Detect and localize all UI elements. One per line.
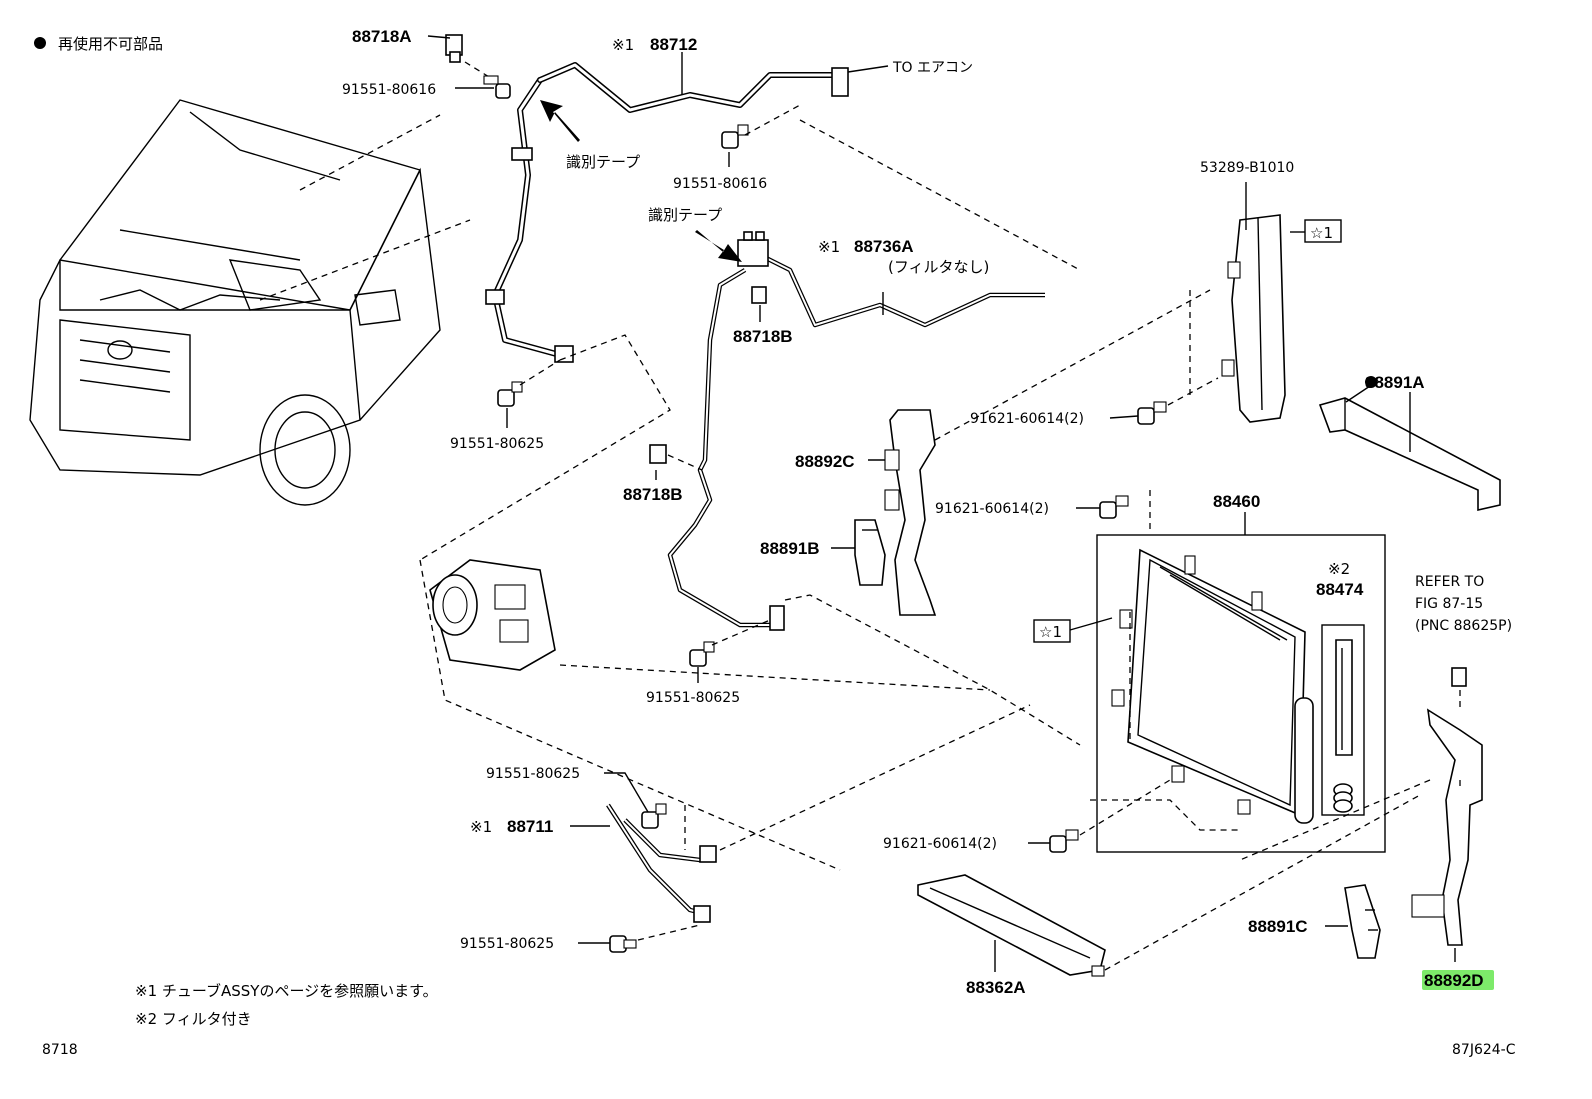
label-91551-80616-a: 91551-80616 — [342, 82, 436, 98]
label-53289-b1010: 53289-B1010 — [1200, 160, 1294, 176]
panel-88362a — [917, 874, 1106, 977]
duct-53289-b1010 — [1221, 214, 1286, 423]
label-star1-a: ☆1 — [1310, 224, 1333, 242]
bracket-88892c — [884, 409, 937, 616]
label-mark2: ※2 — [1328, 560, 1350, 578]
label-refer3: (PNC 88625P) — [1415, 618, 1512, 634]
bolt-91551-80616-a — [483, 75, 511, 99]
bolt-91621-c — [1049, 829, 1079, 853]
label-88736a: 88736A — [854, 237, 914, 256]
label-88891b: 88891B — [760, 539, 820, 558]
label-88718a: 88718A — [352, 27, 412, 46]
label-to-aircon: TO エアコン — [892, 60, 973, 76]
label-91551-80625-c: 91551-80625 — [486, 766, 580, 782]
label-91551-80625-a: 91551-80625 — [450, 436, 544, 452]
seal-88891a — [1318, 397, 1501, 512]
vehicle-illustration — [29, 99, 441, 506]
star1-box-a — [1304, 219, 1342, 243]
clamp-88718a — [445, 34, 463, 63]
bolt-91621-b — [1099, 495, 1129, 519]
note-1: ※1 チューブASSYのページを参照願います。 — [135, 982, 438, 1000]
label-91621-a: 91621-60614(2) — [970, 411, 1084, 427]
label-91621-b: 91621-60614(2) — [935, 501, 1049, 517]
filter-88474 — [1333, 639, 1353, 813]
label-91551-80625-d: 91551-80625 — [460, 936, 554, 952]
tape-arrow-b-icon — [695, 230, 742, 262]
label-88474: 88474 — [1316, 580, 1364, 599]
non-reusable-dot-icon — [34, 37, 46, 49]
label-mark1-a: ※1 — [612, 36, 634, 54]
label-88718b-a: 88718B — [733, 327, 793, 346]
label-88711: 88711 — [507, 817, 553, 836]
condenser-88460 — [1111, 548, 1314, 824]
tube-88712-end-fitting — [831, 67, 849, 97]
label-88892d[interactable]: 88892D — [1424, 971, 1484, 990]
bolt-91551-80625-a — [497, 381, 523, 407]
bolt-91551-80625-c — [641, 803, 667, 829]
label-91621-c: 91621-60614(2) — [883, 836, 997, 852]
footer-right: 87J624-C — [1452, 1042, 1516, 1058]
block-fitting — [737, 231, 769, 267]
label-88892c: 88892C — [795, 452, 855, 471]
highlight-88892d — [1422, 970, 1494, 990]
label-refer2: FIG 87-15 — [1415, 596, 1483, 612]
label-88362a: 88362A — [966, 978, 1026, 997]
tape-arrow-a-icon — [540, 100, 580, 142]
cushion-88891c — [1344, 884, 1381, 959]
label-91551-80616-b: 91551-80616 — [673, 176, 767, 192]
compressor — [429, 559, 556, 671]
label-88891a: 88891A — [1365, 373, 1425, 392]
legend-non-reusable: 再使用不可部品 — [58, 35, 163, 53]
clamp-88718b-b — [649, 444, 667, 464]
clamp-88718b-a — [751, 286, 767, 304]
bolt-91551-80625-b — [689, 641, 715, 667]
condenser-group-box — [1096, 534, 1386, 853]
label-88460: 88460 — [1213, 492, 1260, 511]
label-star1-b: ☆1 — [1039, 623, 1062, 641]
bolt-91621-a — [1137, 401, 1167, 425]
bolt-91551-80616-b — [721, 124, 749, 149]
bolt-91551-80625-d — [609, 935, 637, 953]
label-91551-80625-b: 91551-80625 — [646, 690, 740, 706]
label-tape-a: 識別テープ — [566, 153, 640, 171]
note-2: ※2 フィルタ付き — [135, 1010, 252, 1028]
label-mark1-c: ※1 — [470, 818, 492, 836]
label-mark1-b: ※1 — [818, 238, 840, 256]
cushion-88891b — [854, 519, 886, 586]
bracket-88892d — [1411, 667, 1483, 946]
label-refer1: REFER TO — [1415, 574, 1484, 590]
footer-left: 8718 — [42, 1042, 78, 1058]
filter-group-box — [1321, 624, 1365, 816]
label-no-filter: (フィルタなし) — [888, 258, 989, 276]
label-88718b-b: 88718B — [623, 485, 683, 504]
non-reusable-88891a-dot-icon — [1365, 376, 1377, 388]
star1-box-b — [1033, 619, 1071, 643]
label-tape-b: 識別テープ — [648, 206, 722, 224]
label-88712: 88712 — [650, 35, 697, 54]
label-88891c: 88891C — [1248, 917, 1308, 936]
